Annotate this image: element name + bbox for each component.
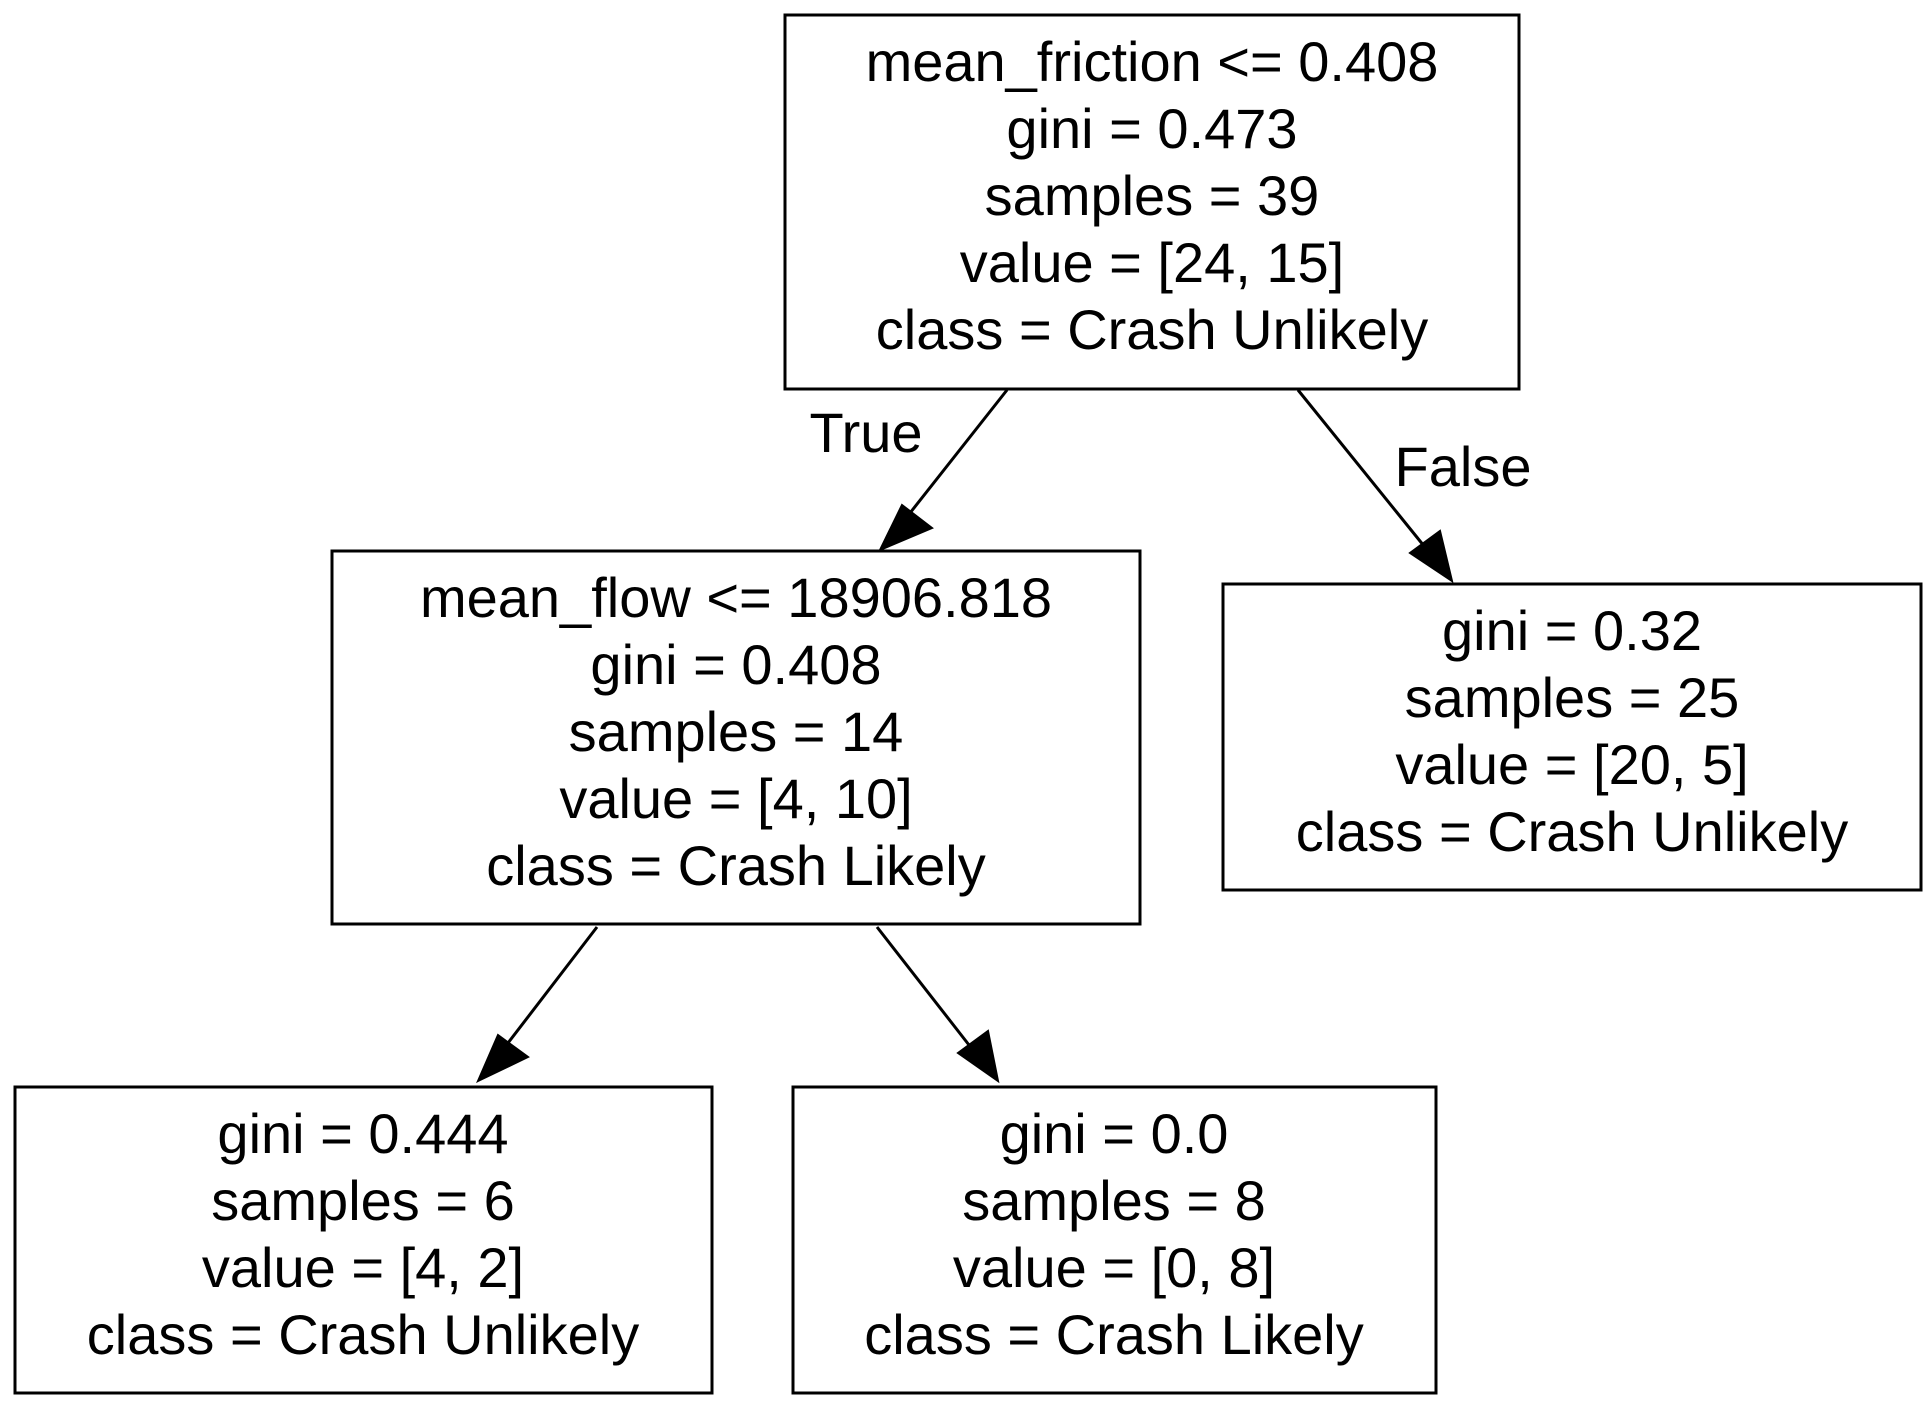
edge-root-to-right: False: [1296, 389, 1532, 584]
node-left-right-line-2: samples = 8: [962, 1169, 1266, 1232]
node-right-line-2: samples = 25: [1405, 666, 1740, 729]
tree-node-left-left: gini = 0.444 samples = 6 value = [4, 2] …: [13, 1085, 714, 1395]
node-root-line-5: class = Crash Unlikely: [876, 298, 1428, 361]
node-root-line-4: value = [24, 15]: [960, 231, 1345, 294]
tree-node-root: mean_friction <= 0.408 gini = 0.473 samp…: [783, 13, 1521, 391]
tree-node-left: mean_flow <= 18906.818 gini = 0.408 samp…: [330, 549, 1142, 926]
node-left-line-4: value = [4, 10]: [559, 767, 912, 830]
tree-node-left-right: gini = 0.0 samples = 8 value = [0, 8] cl…: [791, 1085, 1438, 1395]
node-right-line-3: value = [20, 5]: [1395, 733, 1748, 796]
edge-left-to-left-right: [875, 926, 1000, 1084]
node-left-line-5: class = Crash Likely: [486, 834, 986, 897]
node-left-left-line-1: gini = 0.444: [217, 1102, 508, 1165]
tree-node-right: gini = 0.32 samples = 25 value = [20, 5]…: [1221, 582, 1923, 892]
edge-root-to-left: True: [809, 389, 1009, 552]
node-left-line-3: samples = 14: [569, 700, 904, 763]
edge-label-false: False: [1395, 435, 1532, 498]
node-root-line-3: samples = 39: [985, 164, 1320, 227]
node-left-right-line-3: value = [0, 8]: [953, 1236, 1275, 1299]
node-root-line-1: mean_friction <= 0.408: [866, 30, 1439, 93]
node-root-line-2: gini = 0.473: [1006, 97, 1297, 160]
node-left-right-line-1: gini = 0.0: [1000, 1102, 1229, 1165]
node-left-right-line-4: class = Crash Likely: [864, 1303, 1364, 1366]
node-right-line-4: class = Crash Unlikely: [1296, 800, 1848, 863]
node-left-line-1: mean_flow <= 18906.818: [420, 566, 1052, 629]
node-right-line-1: gini = 0.32: [1442, 599, 1702, 662]
edge-left-to-left-left: [476, 926, 599, 1084]
node-left-line-2: gini = 0.408: [590, 633, 881, 696]
node-left-left-line-4: class = Crash Unlikely: [87, 1303, 639, 1366]
node-left-left-line-3: value = [4, 2]: [202, 1236, 524, 1299]
edge-label-true: True: [809, 401, 922, 464]
node-left-left-line-2: samples = 6: [211, 1169, 515, 1232]
